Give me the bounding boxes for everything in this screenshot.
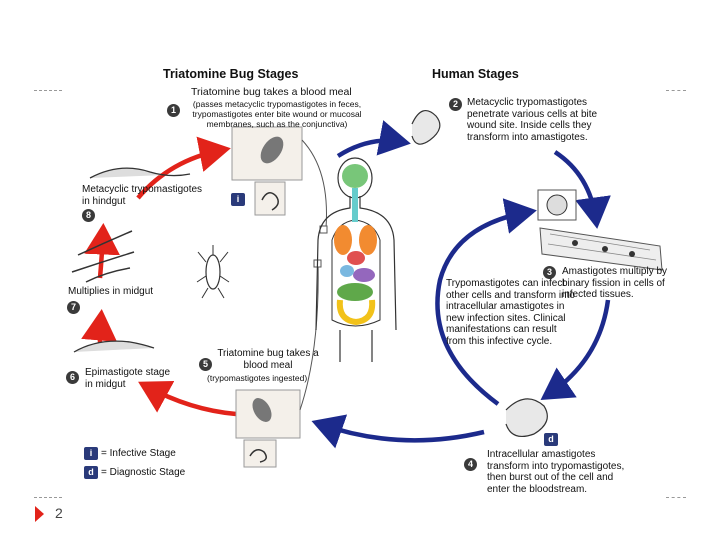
human-stages-heading: Human Stages bbox=[432, 67, 519, 81]
stage-2-text: Metacyclic trypomastigotes penetrate var… bbox=[467, 97, 598, 143]
stage-4-text: Intracellular amastigotes transform into… bbox=[487, 449, 625, 495]
metacyclic-trypomastigote-icon-human bbox=[411, 109, 441, 145]
stage-5-badge: 5 bbox=[199, 358, 212, 371]
legend-diagnostic-badge: d bbox=[84, 466, 98, 479]
red-arrow-7-to-8 bbox=[84, 223, 121, 279]
stage-5-title: Triatomine bug takes a blood meal bbox=[217, 348, 319, 371]
triatomine-bug-icon bbox=[196, 245, 230, 299]
stage-5-detail: (trypomastigotes ingested) bbox=[207, 373, 308, 383]
triatomine-stages-heading: Triatomine Bug Stages bbox=[163, 67, 299, 81]
stage-6-badge: 6 bbox=[66, 371, 79, 384]
diagnostic-stage-marker: d bbox=[544, 433, 558, 446]
slide-marker-icon bbox=[35, 506, 44, 522]
red-arrow-5-to-6 bbox=[138, 380, 237, 417]
amastigote-cell-icon bbox=[546, 194, 568, 216]
connector-bottom bbox=[299, 261, 319, 411]
left-bottom-rule bbox=[34, 497, 62, 498]
stage-1-detail: (passes metacyclic trypomastigotes in fe… bbox=[192, 99, 362, 129]
trypomastigote-icon-top bbox=[261, 192, 279, 211]
blue-arrow-3-to-4 bbox=[540, 299, 611, 401]
right-top-rule bbox=[666, 90, 686, 91]
bug-icon-bottom bbox=[252, 398, 272, 422]
right-bottom-rule bbox=[666, 497, 686, 498]
red-arrow-6-to-7 bbox=[81, 309, 118, 345]
legend-infective-badge: i bbox=[84, 447, 98, 460]
blue-arrow-1-to-2 bbox=[336, 120, 411, 158]
infective-stage-marker: i bbox=[231, 193, 245, 206]
human-body-icon bbox=[315, 157, 397, 362]
center-note: Trypomastigotes can infect other cells a… bbox=[446, 278, 575, 347]
intracellular-cell-icon bbox=[505, 398, 548, 437]
stage-2-badge: 2 bbox=[449, 98, 462, 111]
stage-7-text: Multiplies in midgut bbox=[68, 286, 154, 297]
fecal-trypomastigote-box bbox=[254, 181, 286, 216]
stage-3-badge: 3 bbox=[543, 266, 556, 279]
ingested-trypomastigote-box bbox=[243, 439, 277, 468]
stage-7-badge: 7 bbox=[67, 301, 80, 314]
red-arrow-8-to-1 bbox=[136, 136, 231, 200]
blue-arrow-2-to-3 bbox=[553, 150, 611, 229]
slide-number: 2 bbox=[55, 505, 63, 521]
stage-6-text: Epimastigote stage in midgut bbox=[85, 367, 171, 390]
left-top-rule bbox=[34, 90, 62, 91]
stage-1-title: Triatomine bug takes a blood meal bbox=[191, 86, 352, 98]
legend-infective-label: = Infective Stage bbox=[101, 448, 176, 459]
epimastigote-icon bbox=[73, 340, 155, 353]
stage-3-text: Amastigotes multiply by binary fission i… bbox=[562, 266, 668, 300]
blue-arrow-inner-loop bbox=[435, 198, 537, 406]
stage-1-badge: 1 bbox=[167, 104, 180, 117]
multiplying-trypomastigote-icon bbox=[71, 230, 135, 283]
infected-tissue-icon bbox=[539, 227, 663, 271]
stage-4-badge: 4 bbox=[464, 458, 477, 471]
trypomastigote-icon-bottom bbox=[249, 449, 267, 463]
connector-top bbox=[301, 139, 327, 229]
metacyclic-trypomastigote-icon-bug bbox=[89, 167, 191, 179]
bug-icon-top bbox=[260, 136, 284, 164]
stage-8-badge: 8 bbox=[82, 209, 95, 222]
legend-diagnostic-label: = Diagnostic Stage bbox=[101, 467, 186, 478]
blue-arrow-4-to-5 bbox=[311, 414, 485, 449]
stage-8-text: Metacyclic trypomastigotes in hindgut bbox=[82, 184, 203, 207]
